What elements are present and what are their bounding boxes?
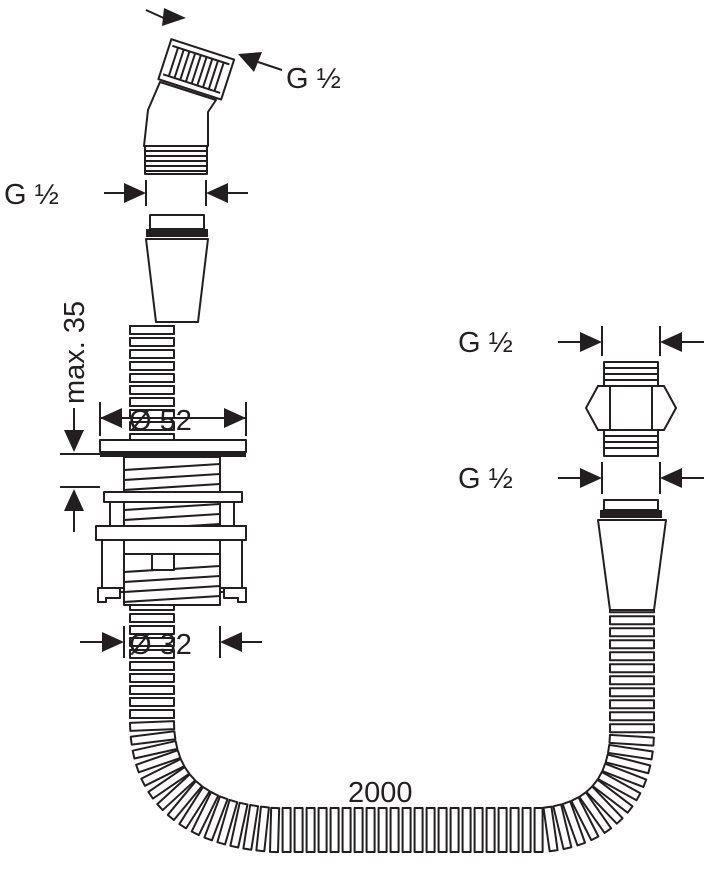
hose-ribs	[128, 325, 655, 854]
hose-rib	[604, 753, 652, 775]
hose-rib	[609, 627, 655, 638]
hose-rib	[449, 807, 460, 853]
label-nipple-top-thread: G ½	[458, 327, 513, 359]
hose-rib	[129, 661, 175, 671]
hose-rib	[485, 807, 496, 853]
hose-rib	[216, 798, 239, 846]
dim-max-depth	[60, 408, 100, 532]
hose-rib	[129, 649, 175, 659]
clamp-bracket	[95, 491, 247, 603]
hose-rib	[129, 685, 175, 695]
dim-body-diameter	[80, 626, 262, 658]
dim-hose-top-thread	[104, 180, 248, 206]
dim-nipple-top-thread	[558, 326, 704, 356]
hose-rib	[609, 651, 655, 662]
hose-rib	[609, 675, 655, 686]
hose-rib	[596, 771, 642, 802]
hose-rib	[129, 397, 175, 407]
hose-rib	[129, 337, 175, 347]
hose-rib	[129, 709, 175, 719]
dim-flange-diameter	[99, 402, 247, 436]
hose-rib	[129, 613, 175, 623]
hose-rib	[190, 791, 220, 837]
label-flange-diameter: Ø 52	[129, 405, 192, 437]
right-hose-connector	[597, 499, 667, 611]
top-hose-connector	[145, 214, 209, 323]
hose-rib	[129, 349, 175, 359]
hose-rib	[609, 615, 655, 626]
hose-rib	[377, 807, 388, 853]
hose-rib	[341, 807, 352, 853]
hose-rib	[401, 807, 412, 853]
hose-rib	[129, 730, 177, 746]
hose-rib	[601, 762, 648, 788]
hose-rib	[281, 807, 292, 853]
hose-rib	[242, 804, 260, 851]
hose-rib	[129, 325, 175, 335]
hose-rib	[166, 780, 203, 822]
hose-rib	[178, 785, 211, 830]
hose-rib	[129, 421, 175, 431]
flange	[99, 439, 247, 457]
hose-rib	[305, 807, 316, 853]
dim-nozzle-thread	[145, 8, 283, 72]
hose-rib	[413, 807, 424, 853]
hose-rib	[425, 807, 436, 853]
label-nipple-bottom-thread: G ½	[458, 463, 513, 495]
hose-rib	[473, 807, 484, 853]
dim-nipple-bottom-thread	[558, 462, 704, 494]
hose-rib	[329, 807, 340, 853]
hex-nut	[585, 385, 677, 431]
hose-rib	[156, 773, 197, 812]
angled-nozzle	[143, 38, 236, 175]
hose-rib	[607, 743, 654, 761]
hose-rib	[135, 749, 182, 774]
hose-rib	[437, 807, 448, 853]
hose-rib	[561, 800, 587, 847]
hose-rib	[255, 805, 270, 853]
hose-rib	[521, 807, 532, 853]
label-body-diameter: Ø 32	[129, 629, 192, 661]
hose-rib	[129, 673, 175, 683]
label-hose-length: 2000	[348, 777, 413, 809]
hose-rib	[293, 807, 304, 853]
hose-rib	[203, 795, 229, 842]
hose-rib	[609, 723, 655, 734]
hose-rib	[609, 663, 655, 674]
hose-rib	[129, 697, 175, 707]
hose-rib	[353, 807, 364, 853]
hose-rib	[129, 361, 175, 371]
hex-nipple	[585, 361, 677, 457]
hose-rib	[609, 639, 655, 650]
hose-rib	[509, 807, 520, 853]
hose-rib	[129, 637, 175, 647]
hose-rib	[365, 807, 376, 853]
hose-rib	[389, 807, 400, 853]
hose-rib	[129, 625, 175, 635]
hose-rib	[461, 807, 472, 853]
hose-rib	[552, 803, 573, 851]
hose-rib	[269, 806, 281, 854]
hose-rib	[609, 711, 655, 722]
hose-rib	[128, 720, 176, 732]
hose-rib	[542, 805, 559, 853]
hose-rib	[608, 733, 655, 747]
label-hose-top-thread: G ½	[4, 179, 59, 211]
hose-rib	[533, 807, 544, 853]
label-nozzle-thread: G ½	[286, 63, 341, 95]
hose-rib	[129, 385, 175, 395]
flexible-hose	[128, 325, 655, 854]
hose-rib	[317, 807, 328, 853]
hose-rib	[609, 687, 655, 698]
label-max-depth: max. 35	[59, 301, 91, 404]
hose-rib	[229, 801, 249, 849]
hose-rib	[609, 699, 655, 710]
hose-rib	[131, 740, 179, 760]
hose-rib	[497, 807, 508, 853]
hose-rib	[129, 373, 175, 383]
